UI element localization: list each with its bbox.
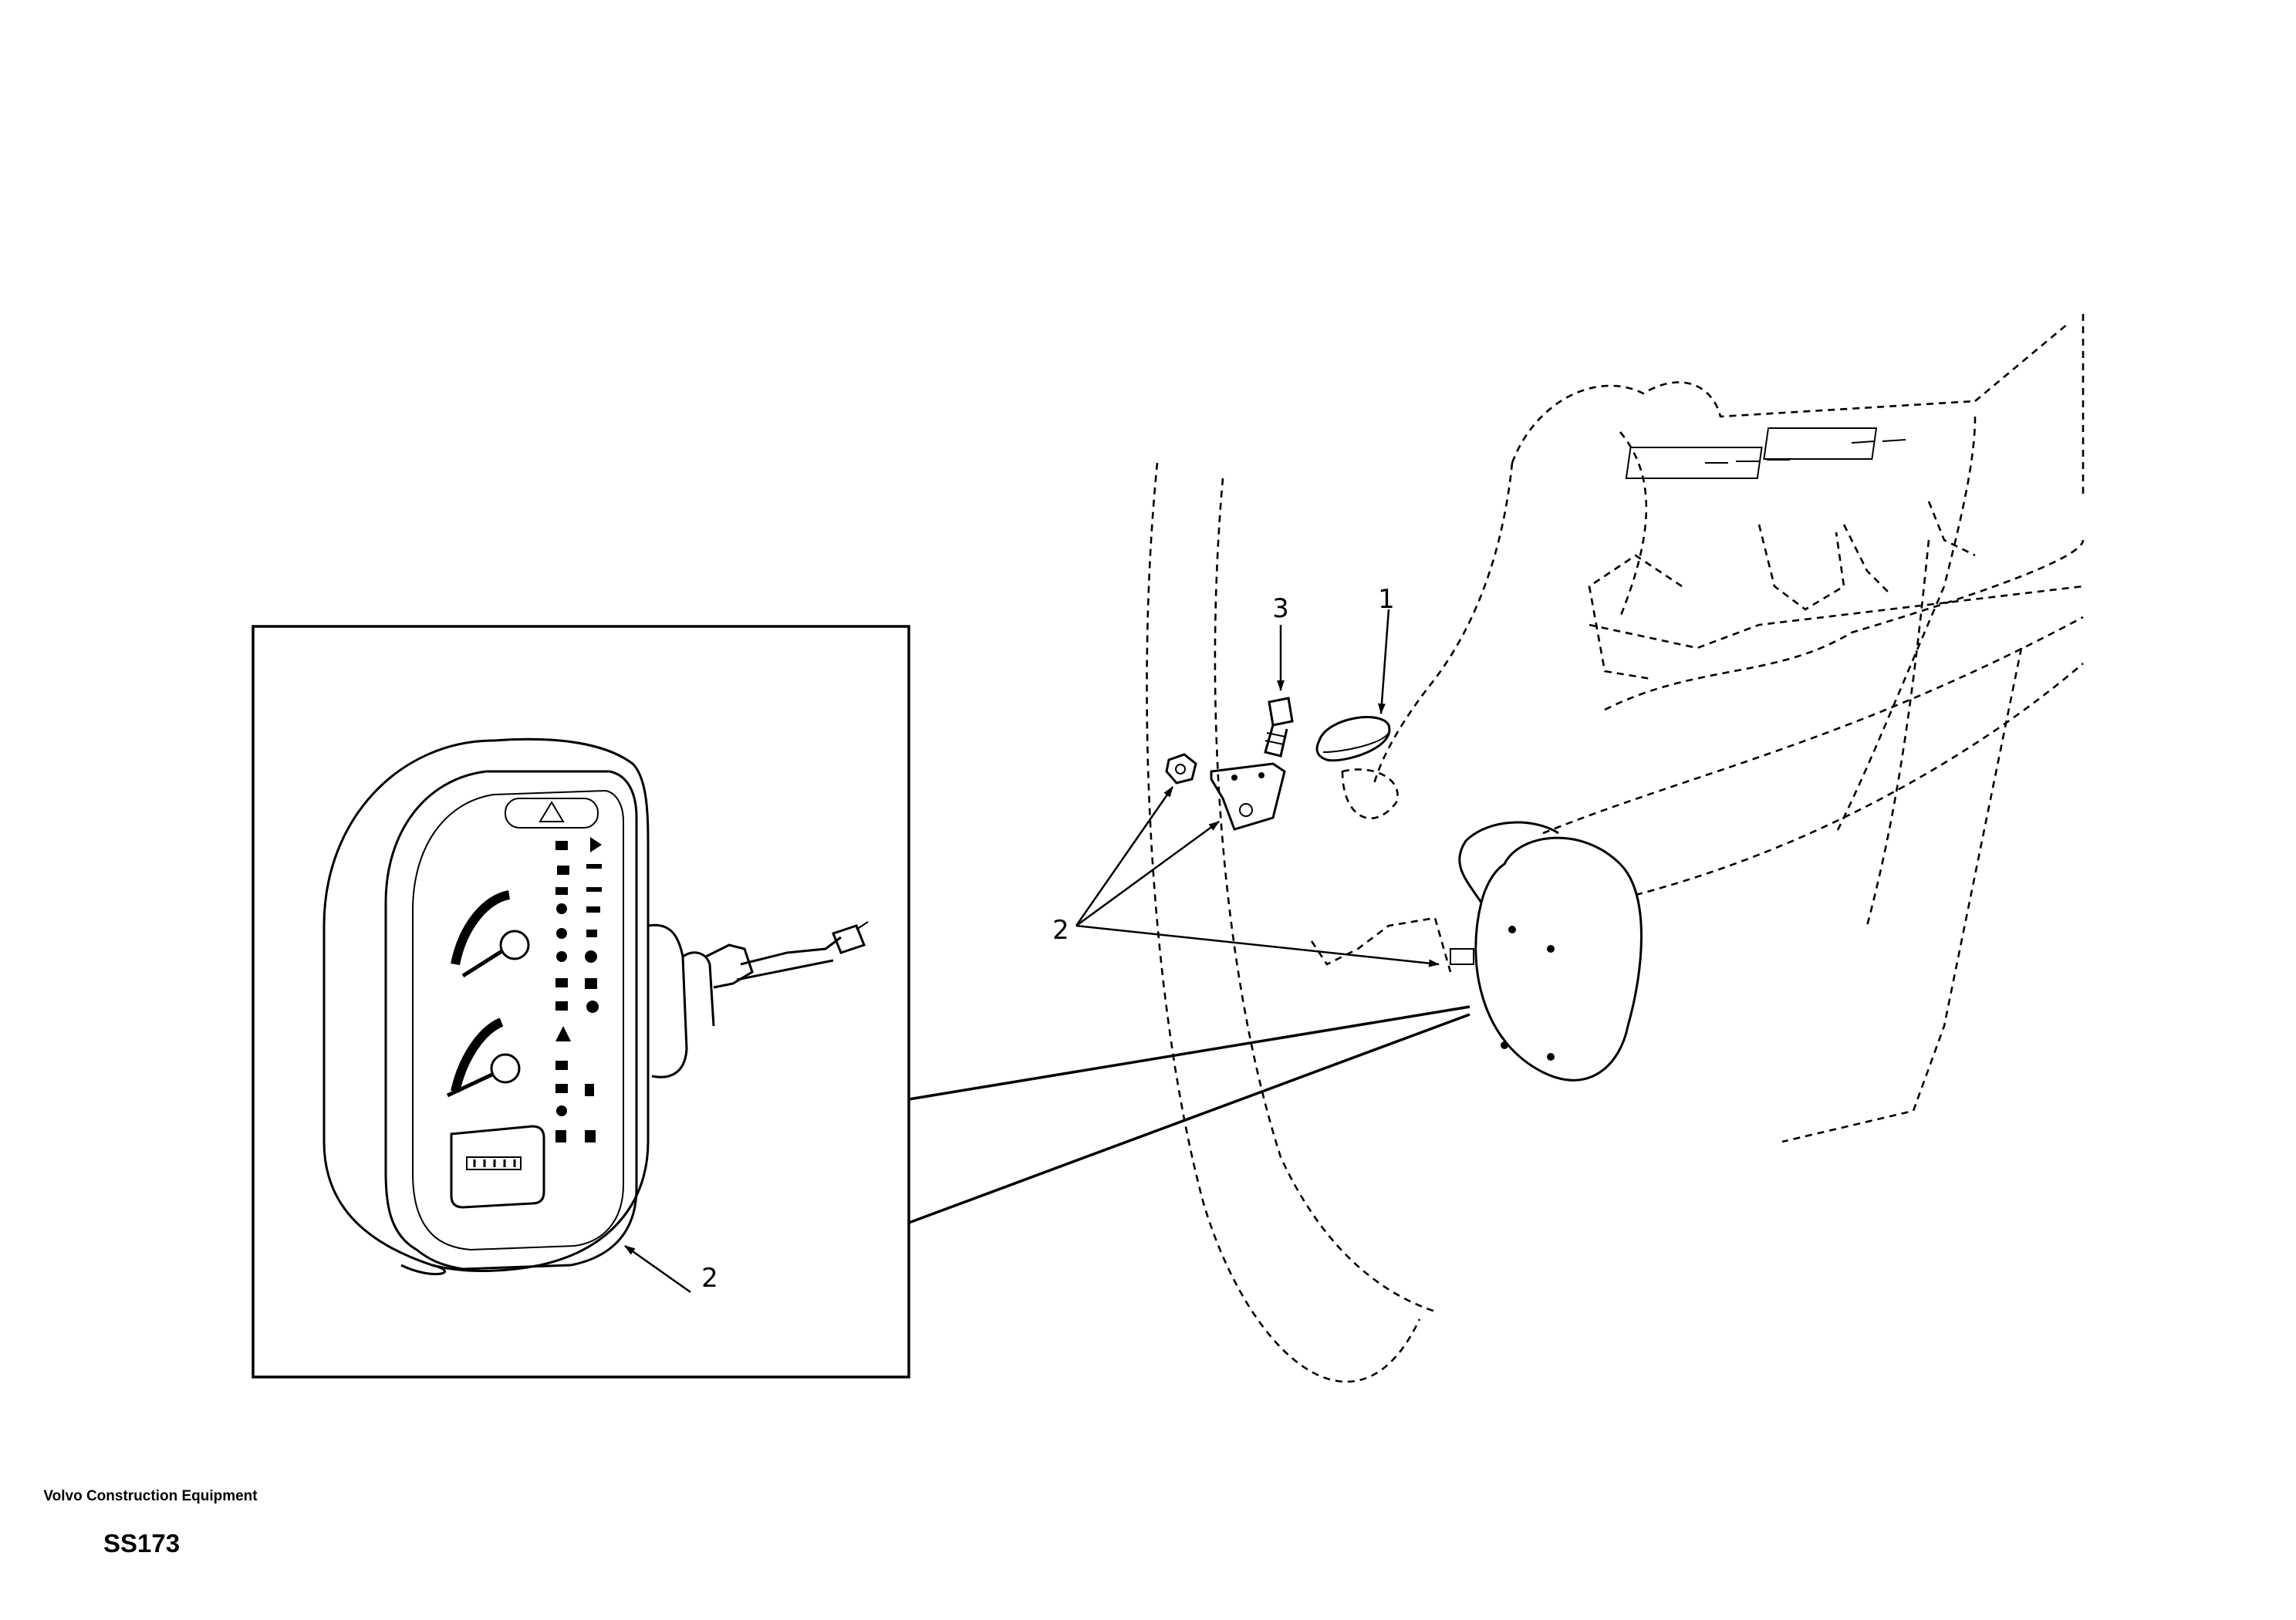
leader-lines <box>1075 609 1440 967</box>
seal-grommet <box>1315 716 1391 762</box>
callout-3: 3 <box>1272 593 1289 624</box>
callout-2-main: 2 <box>1052 915 1069 946</box>
screw <box>1264 697 1294 758</box>
mounting-bracket <box>1210 762 1286 831</box>
callout-1: 1 <box>1378 584 1395 615</box>
indicator-lamp-housing <box>1450 821 1643 1082</box>
callout-2-detail: 2 <box>701 1263 718 1294</box>
brand-label: Volvo Construction Equipment <box>43 1488 258 1504</box>
diagram-code: SS173 <box>103 1529 181 1558</box>
nut <box>1165 753 1197 785</box>
cab-outline <box>1146 309 2085 1383</box>
detail-inset <box>252 625 1470 1379</box>
